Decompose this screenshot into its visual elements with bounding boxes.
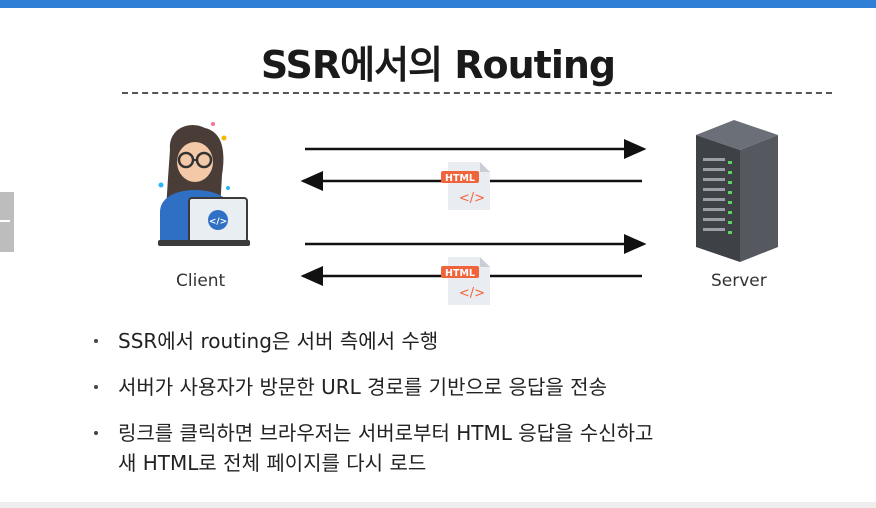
top-accent-bar (0, 0, 876, 8)
html-file-icon: HTML </> (441, 162, 490, 210)
title-divider (122, 92, 832, 94)
routing-diagram: </> HTML </> (158, 120, 778, 305)
server-label: Server (711, 271, 767, 291)
code-glyph: </> (459, 191, 485, 206)
client-label: Client (176, 271, 226, 291)
bullet-text: 링크를 클릭하면 브라우저는 서버로부터 HTML 응답을 수신하고 (118, 421, 654, 445)
bullet-text: SSR에서 routing은 서버 측에서 수행 (118, 329, 439, 353)
bullet-text: 서버가 사용자가 방문한 URL 경로를 기반으로 응답을 전송 (118, 375, 607, 399)
bullet-dot (94, 385, 98, 389)
bullet-item: 서버가 사용자가 방문한 URL 경로를 기반으로 응답을 전송 (92, 372, 653, 402)
html-badge-label: HTML (445, 173, 475, 184)
bullet-item: SSR에서 routing은 서버 측에서 수행 (92, 326, 653, 356)
bullet-dot (94, 431, 98, 435)
server-rack-icon (696, 120, 778, 262)
bottom-bar (0, 502, 876, 508)
bullet-item: 링크를 클릭하면 브라우저는 서버로부터 HTML 응답을 수신하고 새 HTM… (92, 418, 653, 478)
side-tab[interactable] (0, 192, 14, 252)
bullet-list: SSR에서 routing은 서버 측에서 수행 서버가 사용자가 방문한 UR… (92, 326, 653, 494)
side-tab-marker (0, 220, 10, 222)
html-file-icon: HTML </> (441, 257, 490, 305)
bullet-text-continued: 새 HTML로 전체 페이지를 다시 로드 (118, 451, 427, 475)
bullet-dot (94, 339, 98, 343)
client-developer-icon: </> (158, 122, 250, 246)
code-glyph: </> (459, 286, 485, 301)
slide-title: SSR에서의 Routing (260, 43, 616, 87)
svg-text:</>: </> (209, 217, 227, 227)
html-badge-label: HTML (445, 268, 475, 279)
